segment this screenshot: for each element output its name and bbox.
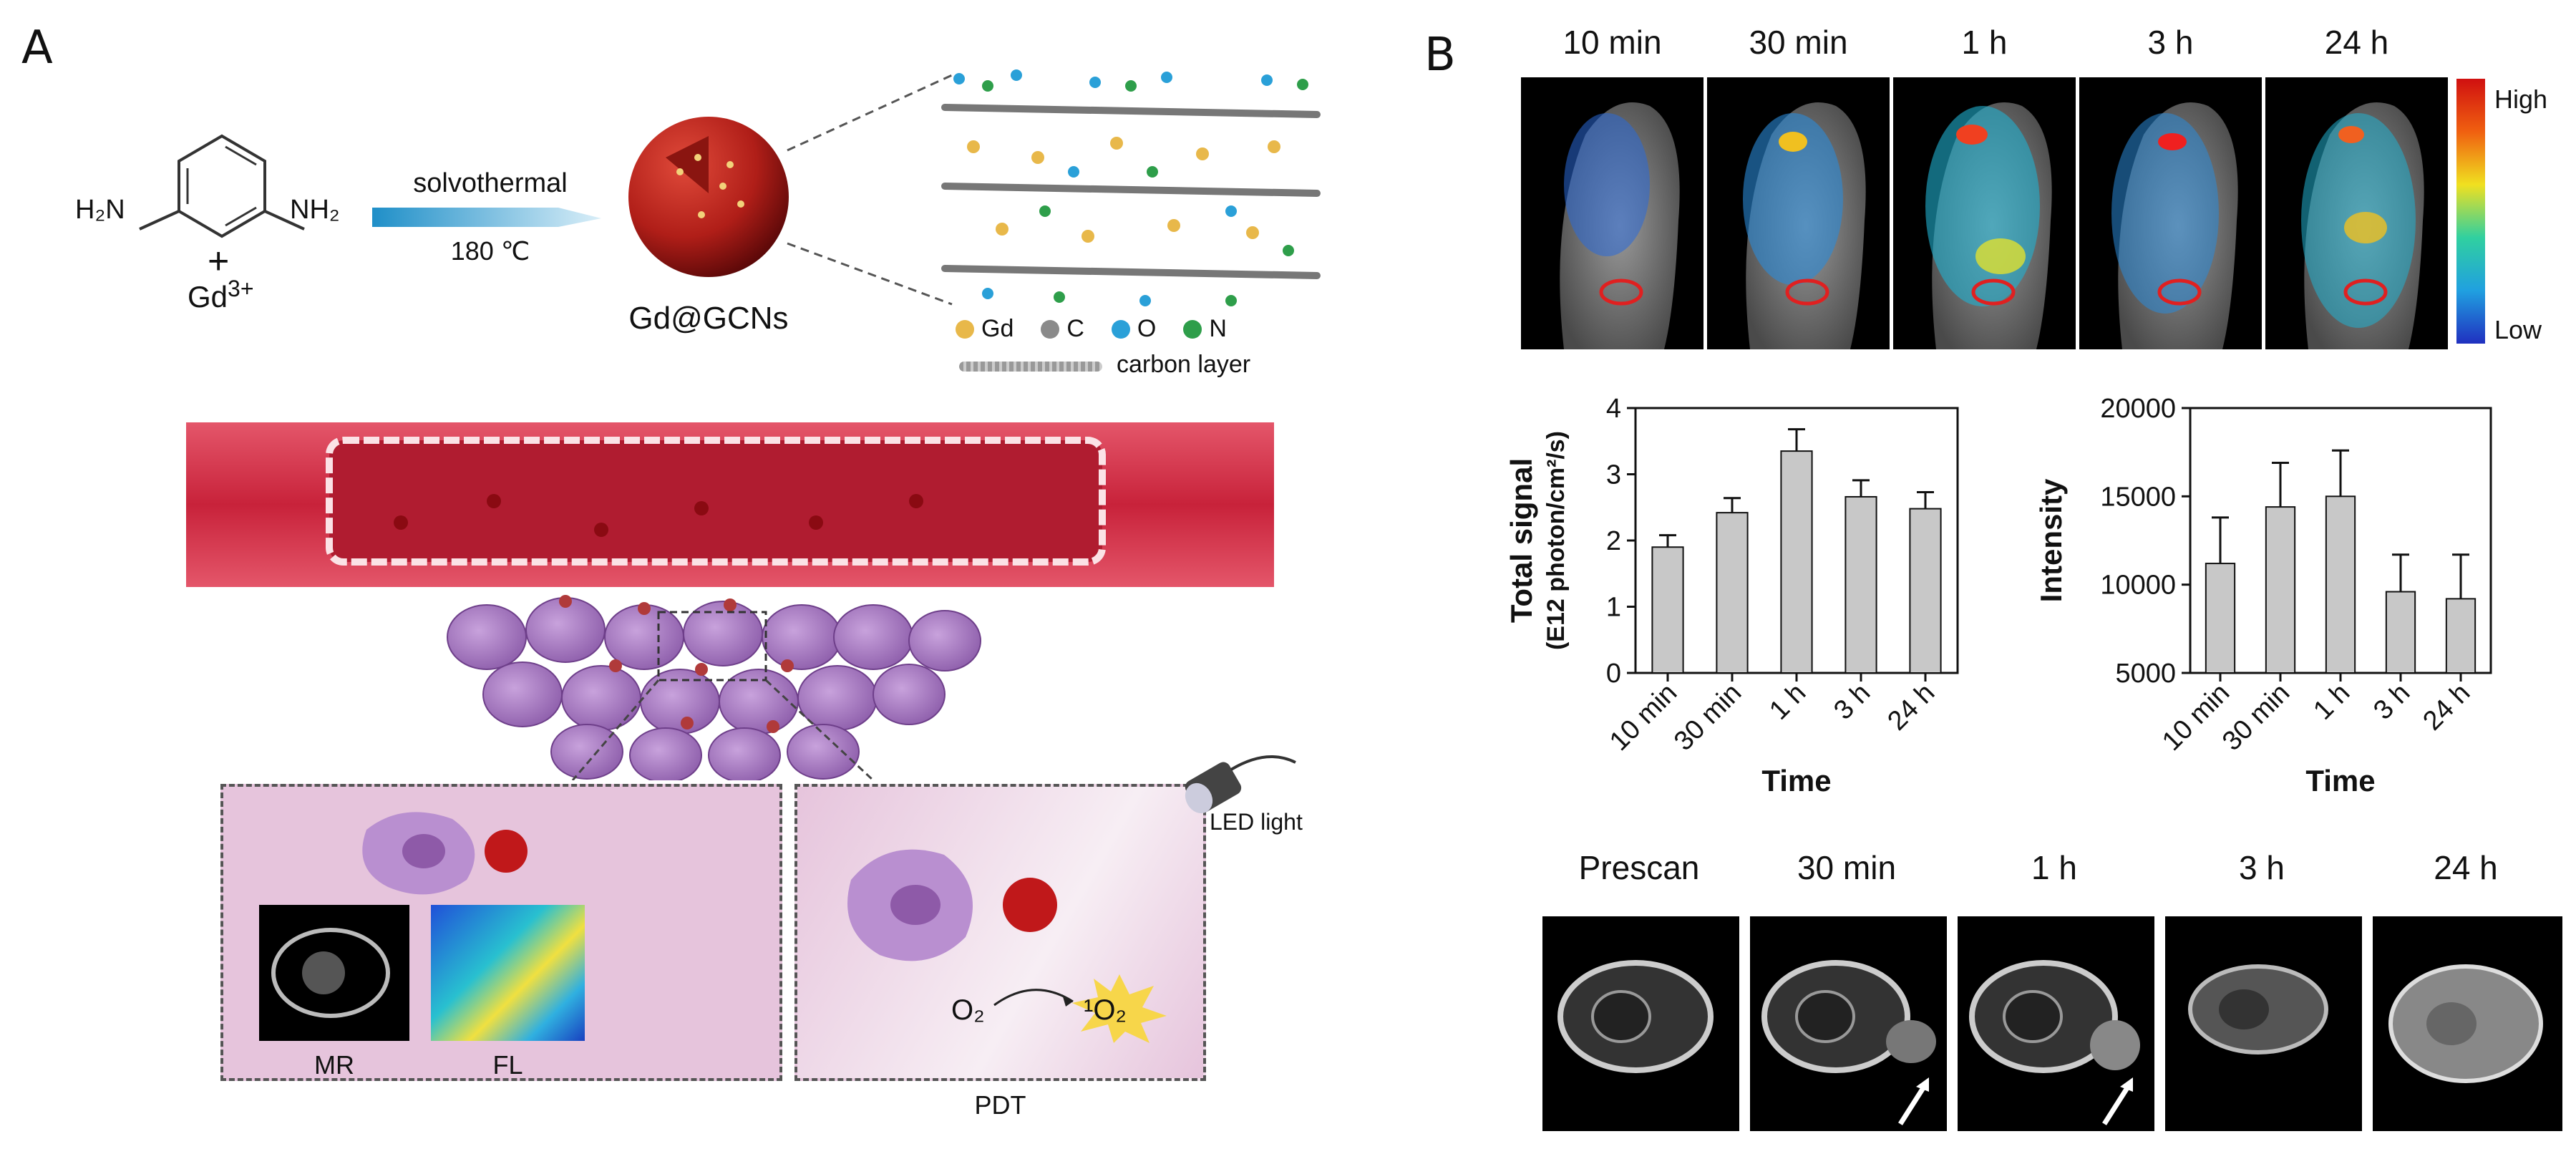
x-tick-label: 30 min [1668, 678, 1747, 757]
tumor-cell-particle [362, 812, 528, 895]
y-tick-label: 1 [1606, 593, 1621, 623]
pdt-inset: O₂ ¹O₂ [794, 784, 1206, 1081]
led-light-icon [1185, 755, 1296, 814]
y-tick-label: 0 [1606, 659, 1621, 689]
fl-time-label: 30 min [1749, 24, 1848, 61]
color-scale-bar [2456, 79, 2485, 344]
layered-structure [941, 69, 1321, 306]
panel-a-label: A [21, 21, 53, 74]
y-tick-label: 5000 [2115, 659, 2176, 689]
bar [1716, 512, 1749, 674]
reaction-arrow [372, 208, 601, 227]
x-tick-label: 1 h [1764, 678, 1812, 726]
mri-time-label: 24 h [2434, 849, 2498, 886]
mri-time-label: Prescan [1578, 849, 1700, 886]
fl-mouse-image [2265, 77, 2448, 349]
plus-sign: + [208, 241, 230, 282]
x-tick-label: 24 h [2417, 678, 2476, 737]
legend-item-gd: Gd [956, 315, 1014, 343]
amine-right-label: NH₂ [290, 195, 340, 225]
x-axis-label: Time [2305, 764, 2375, 795]
y-tick-label: 20000 [2100, 394, 2176, 424]
x-tick-label: 30 min [2217, 678, 2295, 757]
y-tick-label: 4 [1606, 394, 1621, 424]
fl-mouse-image [1707, 77, 1890, 349]
bar [2265, 506, 2296, 674]
mri-image [2373, 916, 2562, 1131]
y-axis-unit-label: (E12 photon/cm²/s) [1542, 431, 1570, 650]
fl-mouse-image [1521, 77, 1703, 349]
legend-item-o: O [1111, 315, 1156, 343]
amine-left-label: H₂N [75, 195, 125, 225]
x-tick-label: 10 min [2157, 678, 2235, 757]
singlet-o2-label: ¹O₂ [1084, 994, 1127, 1026]
x-tick-label: 10 min [1604, 678, 1683, 757]
x-tick-label: 1 h [2308, 678, 2356, 726]
fl-time-label: 3 h [2147, 24, 2194, 61]
bar [2385, 591, 2416, 674]
fl-mouse-image [1893, 77, 2076, 349]
scale-high-label: High [2494, 84, 2548, 114]
product-label: Gd@GCNs [628, 301, 789, 336]
atom-legend: Gd C O N [956, 315, 1227, 343]
mr-image [259, 905, 409, 1041]
mri-time-label: 30 min [1797, 849, 1897, 886]
bar [2325, 495, 2356, 674]
o2-label: O₂ [951, 994, 985, 1026]
carbon-layer-symbol [959, 362, 1102, 372]
condition-temperature: 180 ℃ [450, 236, 530, 266]
conversion-arrow [993, 989, 1074, 1007]
bar [1844, 495, 1877, 674]
panel-b-label: B [1424, 29, 1456, 82]
fl-label: FL [492, 1050, 523, 1080]
bar [1651, 546, 1684, 674]
pdt-label: PDT [974, 1090, 1026, 1120]
mri-image [2165, 916, 2362, 1131]
fl-time-label: 1 h [1961, 24, 2008, 61]
fl-mouse-image [2079, 77, 2262, 349]
led-light-label: LED light [1210, 809, 1303, 835]
mri-time-label: 3 h [2239, 849, 2285, 886]
zoom-lines [787, 74, 953, 306]
x-tick-label: 3 h [1828, 678, 1876, 726]
x-tick-label: 3 h [2368, 678, 2416, 726]
y-tick-label: 2 [1606, 526, 1621, 556]
fl-time-label: 10 min [1562, 24, 1662, 61]
mri-image [1958, 916, 2154, 1131]
carbon-layer-label: carbon layer [1117, 351, 1251, 378]
scale-low-label: Low [2494, 315, 2542, 344]
y-axis-label: Total signal [1505, 458, 1538, 623]
legend-item-c: C [1041, 315, 1084, 343]
y-tick-label: 3 [1606, 460, 1621, 490]
condition-solvothermal: solvothermal [413, 168, 568, 198]
bar [2205, 563, 2236, 674]
mri-image [1750, 916, 1947, 1131]
x-tick-label: 24 h [1882, 678, 1940, 737]
mri-image [1542, 916, 1739, 1131]
bar [1780, 450, 1813, 674]
mri-time-label: 1 h [2031, 849, 2077, 886]
bar [1909, 508, 1942, 674]
singlet-oxygen-burst [1072, 974, 1167, 1043]
y-axis-label: Intensity [2034, 478, 2068, 602]
blood-vessel-tumor-illustration [186, 422, 1274, 780]
gd-ion-label: Gd3+ [188, 276, 254, 314]
fl-time-label: 24 h [2324, 24, 2389, 61]
fl-image [431, 905, 585, 1041]
mr-label: MR [314, 1050, 354, 1080]
y-tick-label: 15000 [2100, 482, 2176, 512]
gd-gcns-nanoparticle [628, 117, 789, 277]
legend-item-n: N [1183, 315, 1227, 343]
y-tick-label: 10000 [2100, 571, 2176, 601]
pdt-cell-particle [847, 849, 1057, 961]
x-axis-label: Time [1761, 764, 1831, 795]
m-phenylenediamine-structure [139, 134, 305, 238]
imaging-inset: MR FL [220, 784, 782, 1081]
bar [2445, 598, 2477, 674]
